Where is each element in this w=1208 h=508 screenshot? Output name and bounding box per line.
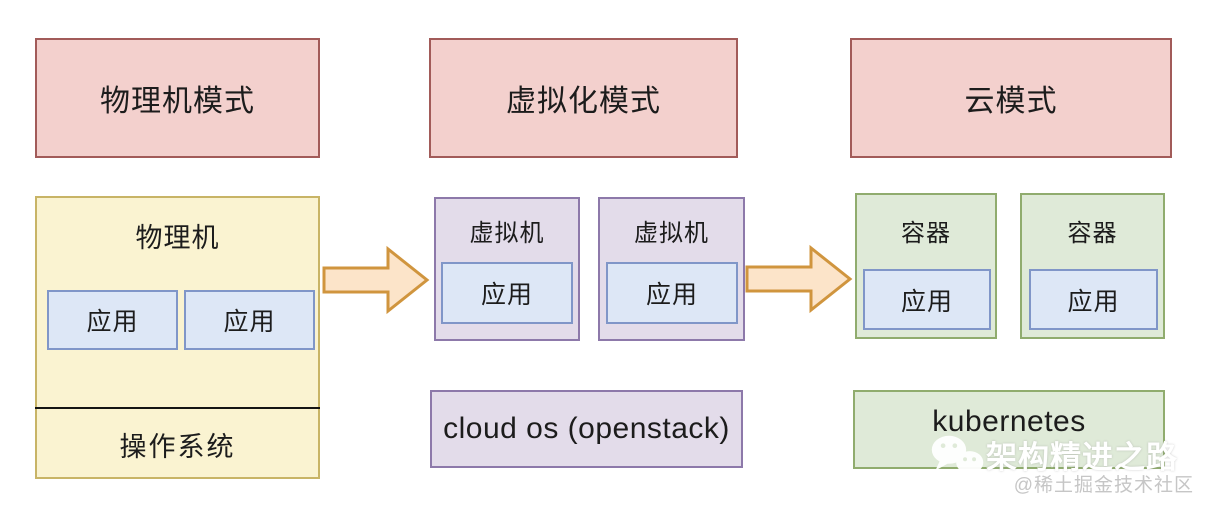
arrow-physical-to-virtual-icon [322, 245, 430, 315]
operating-system-label: 操作系统 [119, 431, 236, 462]
physical-machine-label: 物理机 [135, 223, 220, 253]
app-box: 应用 [184, 290, 315, 350]
header-cloud-mode-label: 云模式 [964, 85, 1058, 118]
watermark-title: 架构精进之路 [986, 440, 1178, 475]
header-physical-mode-label: 物理机模式 [100, 85, 255, 118]
vm-box: 虚拟机 应用 [434, 197, 580, 341]
header-physical-mode: 物理机模式 [35, 38, 320, 158]
header-virtualization-mode: 虚拟化模式 [429, 38, 738, 158]
app-box: 应用 [606, 262, 738, 324]
container-label: 容器 [901, 220, 951, 247]
arrow-virtual-to-cloud-icon [745, 244, 853, 314]
vm-label: 虚拟机 [634, 220, 709, 247]
watermark-subtitle: @稀土掘金技术社区 [1013, 475, 1194, 496]
app-box: 应用 [47, 290, 178, 350]
kubernetes-box: kubernetes [853, 390, 1165, 469]
header-cloud-mode: 云模式 [850, 38, 1172, 158]
vm-box: 虚拟机 应用 [598, 197, 745, 341]
app-box: 应用 [1029, 269, 1158, 330]
container-box: 容器 应用 [1020, 193, 1165, 339]
app-box: 应用 [863, 269, 991, 330]
container-box: 容器 应用 [855, 193, 997, 339]
container-label: 容器 [1067, 220, 1118, 247]
os-divider-line [35, 407, 320, 409]
vm-label: 虚拟机 [469, 220, 545, 247]
cloud-os-label: cloud os (openstack) [443, 412, 730, 445]
kubernetes-label: kubernetes [932, 404, 1086, 438]
wechat-icon [931, 435, 984, 479]
app-box: 应用 [441, 262, 573, 324]
physical-machine-box: 物理机 应用 应用 操作系统 [35, 196, 320, 479]
header-virtualization-mode-label: 虚拟化模式 [506, 85, 661, 118]
cloud-os-box: cloud os (openstack) [430, 390, 743, 468]
